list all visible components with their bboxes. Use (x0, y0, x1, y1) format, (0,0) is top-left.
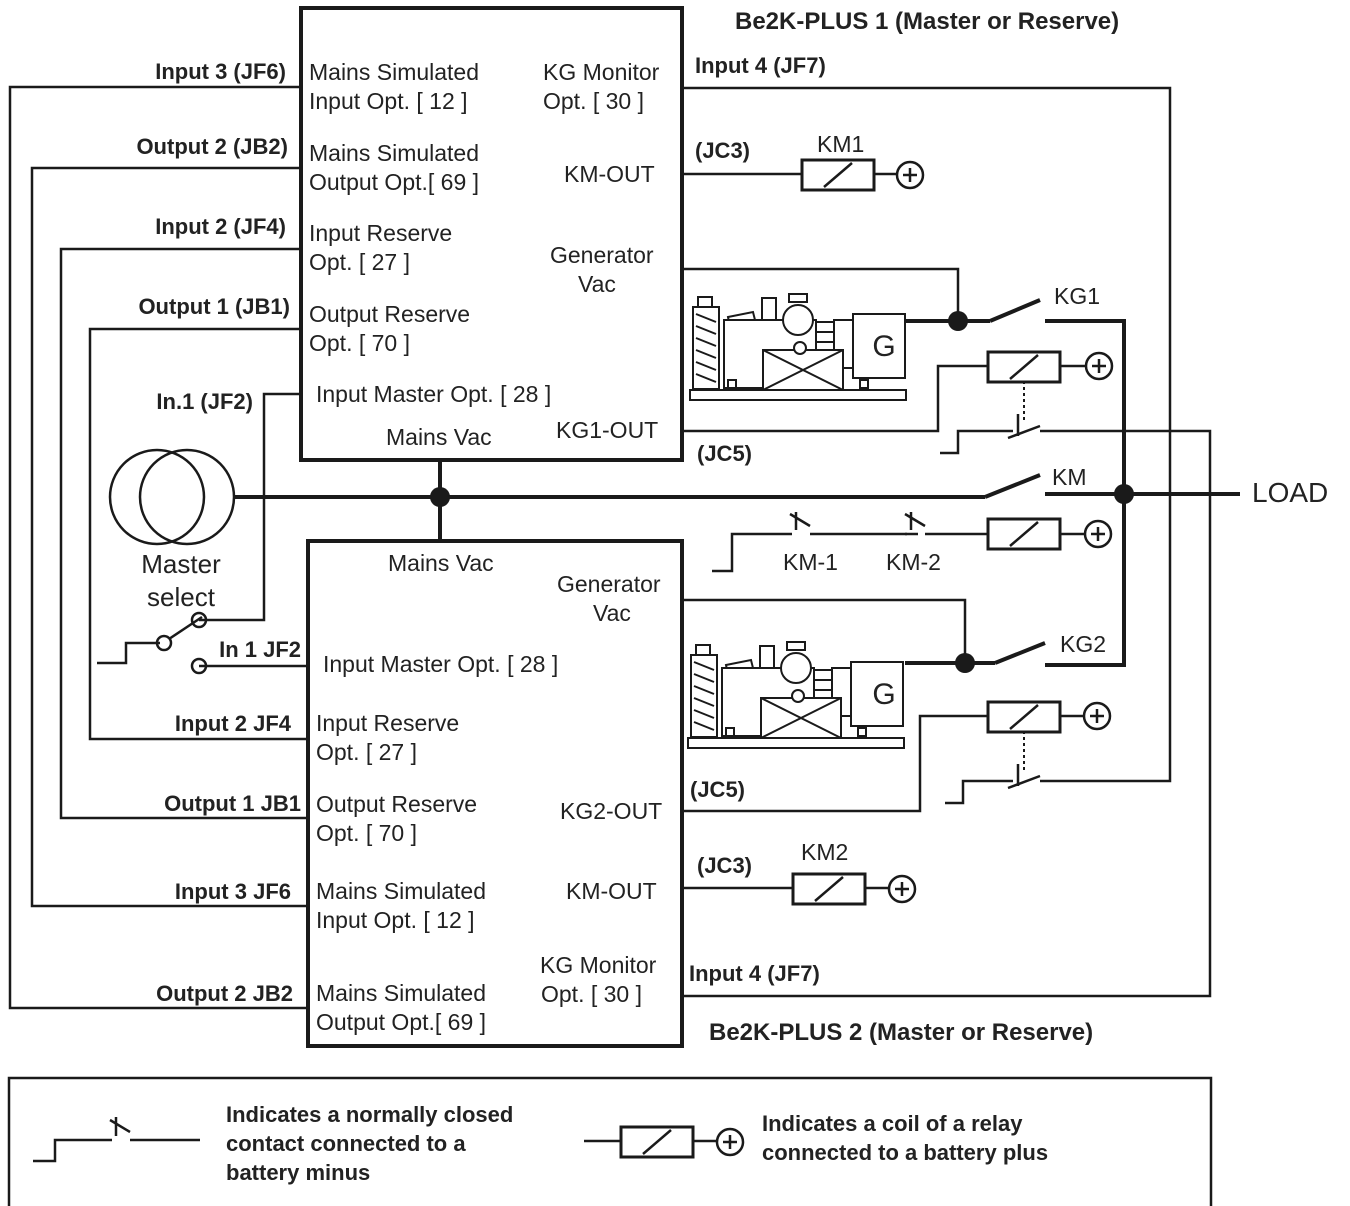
c1-mains-vac: Mains Vac (386, 424, 492, 450)
c2-input4-label: Input 4 (JF7) (689, 961, 820, 986)
km1-label: KM1 (817, 131, 864, 157)
c2-mains-sim-input-line1: Mains Simulated (316, 878, 486, 904)
c1-mains-sim-output-line2: Output Opt.[ 69 ] (309, 169, 479, 195)
battery-plus-icon (895, 160, 925, 190)
master-select-switch (155, 611, 208, 675)
c1-kg-monitor-line2: Opt. [ 30 ] (543, 88, 644, 114)
c2-generator-vac-line2: Vac (593, 600, 631, 626)
battery-plus-icon (1082, 701, 1112, 731)
legend-contact-line1: Indicates a normally closed (226, 1102, 513, 1127)
wire-labels: Input 3 (JF6) Output 2 (JB2) Input 2 (JF… (136, 53, 825, 1006)
controller-1-title: Be2K-PLUS 1 (Master or Reserve) (735, 8, 1119, 35)
c1-kg1-out: KG1-OUT (556, 417, 658, 443)
c1-output2-label: Output 2 (JB2) (136, 134, 288, 159)
c1-in1-label: In.1 (JF2) (156, 389, 253, 414)
c1-input3-label: Input 3 (JF6) (155, 59, 286, 84)
c2-output2-label: Output 2 JB2 (156, 981, 293, 1006)
c1-generator-vac-line1: Generator (550, 242, 654, 268)
controller-2-title: Be2K-PLUS 2 (Master or Reserve) (709, 1019, 1093, 1046)
battery-plus-icon (1083, 519, 1113, 549)
legend: Indicates a normally closed contact conn… (7, 1076, 1213, 1206)
load-label: LOAD (1252, 477, 1328, 508)
c1-input4-label: Input 4 (JF7) (695, 53, 826, 78)
controller-1 (299, 6, 684, 462)
c1-input-reserve-line2: Opt. [ 27 ] (309, 249, 410, 275)
legend-nc-contact-symbol (33, 1117, 200, 1163)
c1-input-reserve-line1: Input Reserve (309, 220, 452, 246)
c1-km-out: KM-OUT (564, 161, 655, 187)
component-labels: KM1 KM2 KG1 KG2 KM KM-1 KM-2 LOAD Master… (141, 131, 1328, 865)
legend-coil-symbol (584, 1125, 745, 1159)
c1-input2-label: Input 2 (JF4) (155, 214, 286, 239)
c2-kg-monitor-line2: Opt. [ 30 ] (541, 981, 642, 1007)
c2-jc3-label: (JC3) (697, 853, 752, 878)
battery-plus-icon (887, 874, 917, 904)
c2-km-out: KM-OUT (566, 878, 657, 904)
c2-output1-label: Output 1 JB1 (164, 791, 301, 816)
km-label: KM (1052, 464, 1087, 490)
km-relay (712, 512, 1113, 573)
c1-mains-sim-output-line1: Mains Simulated (309, 140, 479, 166)
c2-mains-sim-input-line2: Input Opt. [ 12 ] (316, 907, 475, 933)
c1-mains-sim-input-line2: Input Opt. [ 12 ] (309, 88, 468, 114)
c1-kg-monitor-line1: KG Monitor (543, 59, 660, 85)
km-1-label: KM-1 (783, 549, 838, 575)
c2-input-master: Input Master Opt. [ 28 ] (323, 651, 558, 677)
c1-mains-sim-input-line1: Mains Simulated (309, 59, 479, 85)
right-wires (684, 86, 1212, 998)
c2-kg2-out: KG2-OUT (560, 798, 662, 824)
controller-2-labels: Mains Vac Input Master Opt. [ 28 ] Input… (316, 550, 1093, 1046)
left-wires (8, 85, 307, 1010)
c1-input-master: Input Master Opt. [ 28 ] (316, 381, 551, 407)
kg2-relay (682, 700, 1112, 813)
generator-1-mark: G (872, 330, 895, 363)
c2-output-reserve-line2: Opt. [ 70 ] (316, 820, 417, 846)
mains-transformer-icon (108, 448, 236, 546)
c1-output-reserve-line1: Output Reserve (309, 301, 470, 327)
mains-bus (234, 319, 1240, 667)
km-2-label: KM-2 (886, 549, 941, 575)
km2-label: KM2 (801, 839, 848, 865)
c2-input3-label: Input 3 JF6 (175, 879, 291, 904)
c2-kg-monitor-line1: KG Monitor (540, 952, 657, 978)
km2-coil (682, 872, 917, 906)
kg1-label: KG1 (1054, 283, 1100, 309)
legend-contact-line3: battery minus (226, 1160, 370, 1185)
c1-generator-vac-line2: Vac (578, 271, 616, 297)
master-select-line2: select (147, 582, 216, 612)
c1-jc3-label: (JC3) (695, 138, 750, 163)
controller-1-labels: Be2K-PLUS 1 (Master or Reserve) Mains Si… (309, 8, 1119, 450)
legend-contact-line2: contact connected to a (226, 1131, 466, 1156)
battery-plus-icon (1084, 351, 1114, 381)
generator-2-mark: G (872, 678, 895, 711)
c1-output1-label: Output 1 (JB1) (138, 294, 290, 319)
c2-output-reserve-line1: Output Reserve (316, 791, 477, 817)
generator-1 (682, 267, 1041, 403)
c1-output-reserve-line2: Opt. [ 70 ] (309, 330, 410, 356)
kg1-relay (682, 350, 1114, 455)
c2-mains-sim-output-line1: Mains Simulated (316, 980, 486, 1006)
c2-input-reserve-line1: Input Reserve (316, 710, 459, 736)
km1-coil (682, 158, 925, 192)
battery-plus-icon (715, 1127, 745, 1157)
c2-input2-label: Input 2 JF4 (175, 711, 292, 736)
legend-coil-line1: Indicates a coil of a relay (762, 1111, 1023, 1136)
c2-in1-label: In 1 JF2 (219, 637, 301, 662)
master-select-line1: Master (141, 549, 221, 579)
c2-mains-vac: Mains Vac (388, 550, 494, 576)
c2-generator-vac-line1: Generator (557, 571, 661, 597)
c1-jc5-label: (JC5) (697, 441, 752, 466)
c2-input-reserve-line2: Opt. [ 27 ] (316, 739, 417, 765)
generator-2 (682, 598, 1046, 751)
c2-mains-sim-output-line2: Output Opt.[ 69 ] (316, 1009, 486, 1035)
c2-jc5-label: (JC5) (690, 777, 745, 802)
kg2-label: KG2 (1060, 631, 1106, 657)
controller-2 (306, 539, 684, 1048)
legend-coil-line2: connected to a battery plus (762, 1140, 1048, 1165)
